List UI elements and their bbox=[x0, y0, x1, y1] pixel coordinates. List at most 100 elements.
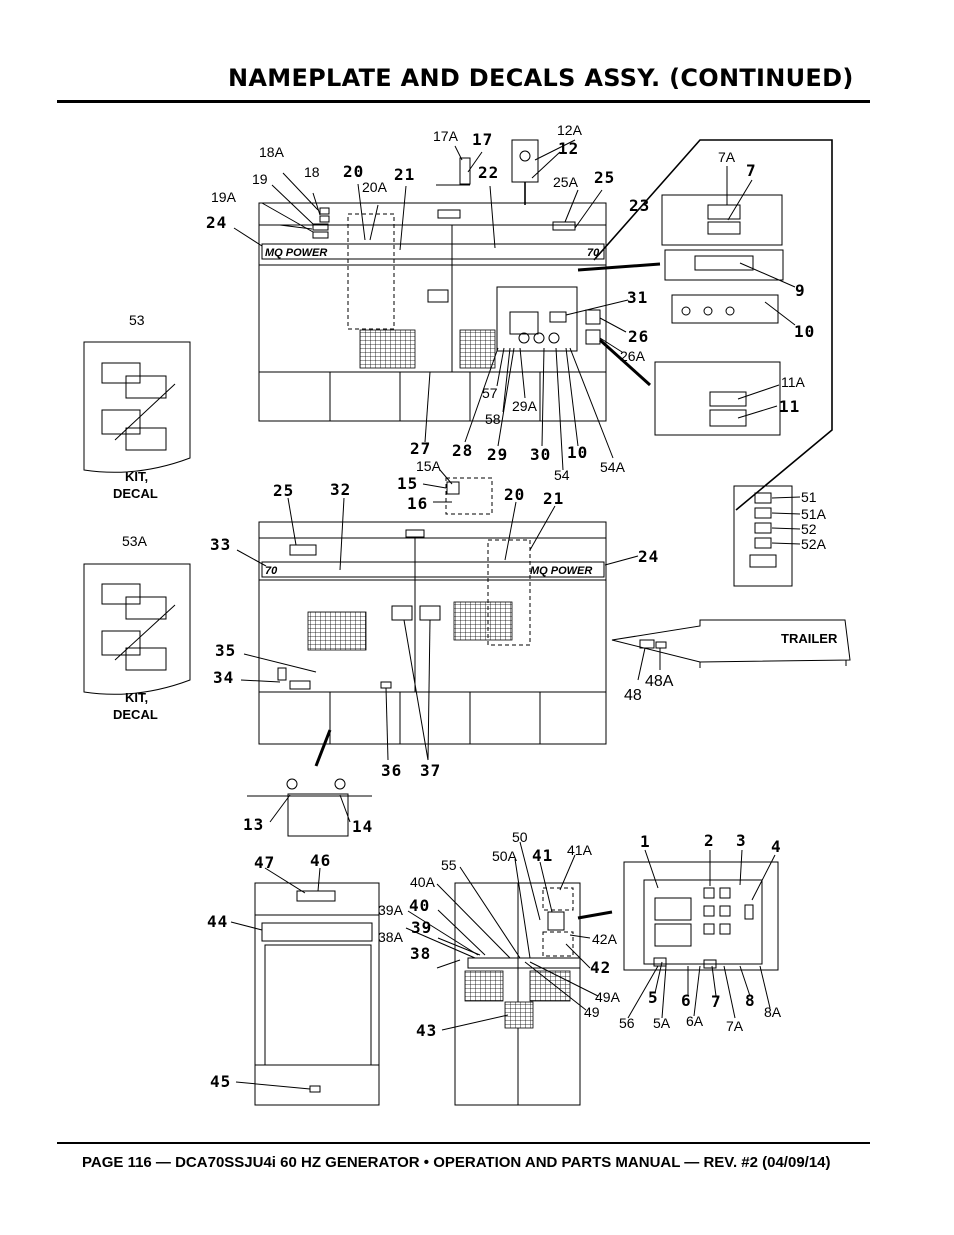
callout-32: 32 bbox=[330, 480, 351, 499]
callout-1: 1 bbox=[640, 832, 651, 851]
callout-40: 40 bbox=[409, 896, 430, 915]
callout-48: 48 bbox=[624, 687, 642, 704]
callout-49A: 49A bbox=[595, 989, 621, 1005]
callout-21-rear: 21 bbox=[543, 489, 564, 508]
callout-15A: 15A bbox=[416, 458, 442, 474]
callout-9: 9 bbox=[795, 281, 806, 300]
callout-54A: 54A bbox=[600, 459, 626, 475]
callout-39: 39 bbox=[411, 918, 432, 937]
callout-53A: 53A bbox=[122, 533, 148, 549]
callout-17A: 17A bbox=[433, 128, 459, 144]
callout-12A: 12A bbox=[557, 122, 583, 138]
callout-49: 49 bbox=[584, 1004, 600, 1020]
brand-text: MQ POWER bbox=[265, 247, 327, 259]
kit-53A-caption-1: KIT, bbox=[125, 690, 148, 705]
kit-53-caption-1: KIT, bbox=[125, 469, 148, 484]
callout-20: 20 bbox=[343, 162, 364, 181]
callout-7A-panel: 7A bbox=[726, 1018, 744, 1034]
callout-8A: 8A bbox=[764, 1004, 782, 1020]
callout-11A: 11A bbox=[781, 374, 806, 390]
callout-5: 5 bbox=[648, 988, 659, 1007]
callout-36: 36 bbox=[381, 761, 402, 780]
generator-side-view bbox=[454, 882, 613, 1106]
callout-25: 25 bbox=[594, 168, 615, 187]
callout-7: 7 bbox=[746, 161, 757, 180]
callout-39A: 39A bbox=[378, 902, 404, 918]
trailer bbox=[611, 619, 851, 668]
callout-18: 18 bbox=[304, 164, 320, 180]
callout-33: 33 bbox=[210, 535, 231, 554]
callout-37: 37 bbox=[420, 761, 441, 780]
callout-45: 45 bbox=[210, 1072, 231, 1091]
callout-17: 17 bbox=[472, 130, 493, 149]
battery bbox=[247, 778, 372, 837]
callout-42A: 42A bbox=[592, 931, 618, 947]
kit-53-caption-2: DECAL bbox=[113, 486, 158, 501]
trailer-label: TRAILER bbox=[781, 631, 838, 646]
callout-14: 14 bbox=[352, 817, 373, 836]
page-footer: PAGE 116 — DCA70SSJU4i 60 HZ GENERATOR •… bbox=[82, 1154, 831, 1171]
callout-25A: 25A bbox=[553, 174, 579, 190]
callout-29: 29 bbox=[487, 445, 508, 464]
generator-rear-view: 70 MQ POWER bbox=[258, 477, 607, 767]
callout-41A: 41A bbox=[567, 842, 593, 858]
callout-47: 47 bbox=[254, 853, 275, 872]
callout-42: 42 bbox=[590, 958, 611, 977]
callout-26A: 26A bbox=[620, 348, 646, 364]
leader-lines bbox=[230, 139, 801, 1090]
callout-51A: 51A bbox=[801, 506, 827, 522]
callout-38A: 38A bbox=[378, 929, 404, 945]
callout-10-mid: 10 bbox=[567, 443, 588, 462]
callout-48A: 48A bbox=[645, 673, 674, 690]
callout-13: 13 bbox=[243, 815, 264, 834]
callout-46: 46 bbox=[310, 851, 331, 870]
control-panel-detail bbox=[623, 861, 779, 971]
callout-28: 28 bbox=[452, 441, 473, 460]
brand-text-rear: MQ POWER bbox=[530, 565, 592, 577]
callout-57: 57 bbox=[482, 385, 498, 401]
callout-30: 30 bbox=[530, 445, 551, 464]
callout-50: 50 bbox=[512, 829, 528, 845]
inset-doors bbox=[654, 194, 793, 587]
callout-23: 23 bbox=[629, 196, 650, 215]
callout-58: 58 bbox=[485, 411, 501, 427]
callout-24: 24 bbox=[206, 213, 227, 232]
callout-19A: 19A bbox=[211, 189, 237, 205]
decal-kit-53 bbox=[83, 341, 191, 473]
callout-3: 3 bbox=[736, 831, 747, 850]
callout-50A: 50A bbox=[492, 848, 518, 864]
callout-22: 22 bbox=[478, 163, 499, 182]
callout-21: 21 bbox=[394, 165, 415, 184]
callout-54: 54 bbox=[554, 467, 570, 483]
callout-55: 55 bbox=[441, 857, 457, 873]
callout-18A: 18A bbox=[259, 144, 285, 160]
kit-53A-caption-2: DECAL bbox=[113, 707, 158, 722]
callout-38: 38 bbox=[410, 944, 431, 963]
callout-2: 2 bbox=[704, 831, 715, 850]
control-panel bbox=[496, 286, 578, 352]
callout-27: 27 bbox=[410, 439, 431, 458]
callout-53: 53 bbox=[129, 312, 145, 328]
callout-52: 52 bbox=[801, 521, 817, 537]
callout-43: 43 bbox=[416, 1021, 437, 1040]
nameplate bbox=[671, 294, 779, 324]
page-title: NAMEPLATE AND DECALS ASSY. (CONTINUED) bbox=[228, 64, 854, 92]
callout-24-rear: 24 bbox=[638, 547, 659, 566]
callout-29A: 29A bbox=[512, 398, 538, 414]
model-badge-rear: 70 bbox=[265, 565, 278, 577]
callout-11: 11 bbox=[779, 397, 800, 416]
callout-19: 19 bbox=[252, 171, 268, 187]
generator-end-view bbox=[254, 882, 380, 1106]
callout-40A: 40A bbox=[410, 874, 436, 890]
brand-stripe bbox=[261, 243, 605, 260]
callout-35: 35 bbox=[215, 641, 236, 660]
callout-34: 34 bbox=[213, 668, 234, 687]
callout-7A: 7A bbox=[718, 149, 736, 165]
generator-front-view: MQ POWER 70 bbox=[258, 139, 607, 422]
callout-4: 4 bbox=[771, 837, 782, 856]
callout-41: 41 bbox=[532, 846, 553, 865]
callout-56: 56 bbox=[619, 1015, 635, 1031]
callout-25-rear: 25 bbox=[273, 481, 294, 500]
title-rule bbox=[57, 100, 870, 103]
